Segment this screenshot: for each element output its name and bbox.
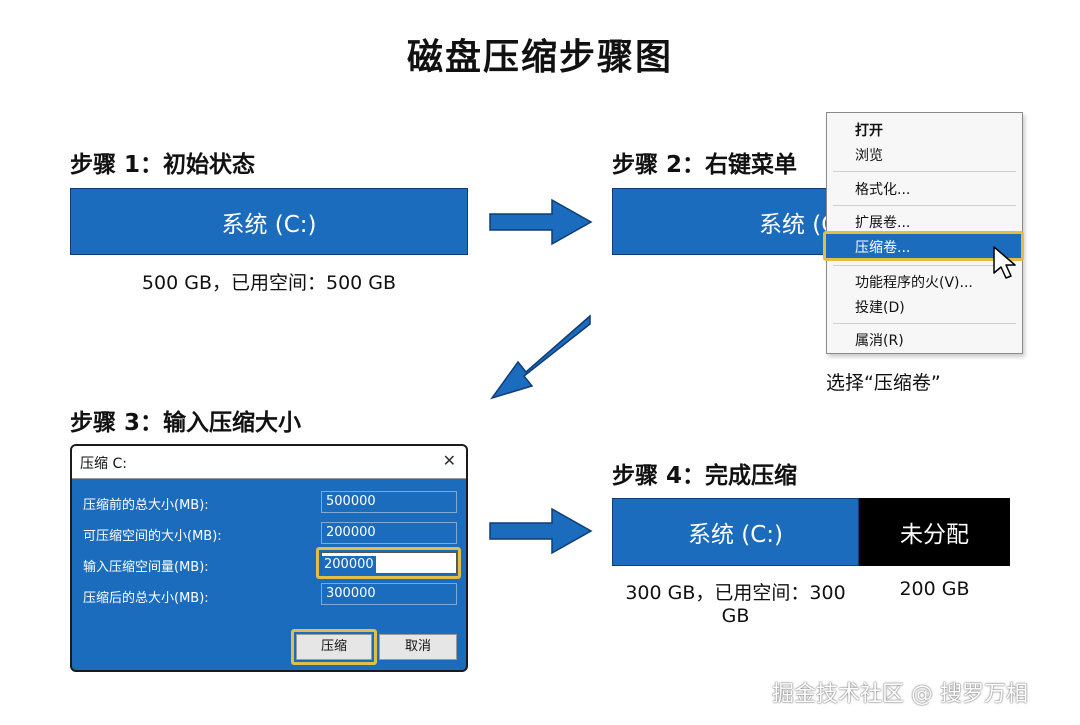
menu-item-browse[interactable]: 浏览 xyxy=(855,148,883,164)
step1-disk-label: 系统 (C:) xyxy=(221,211,317,238)
step4-disk-partition: 系统 (C:) xyxy=(612,498,859,566)
step4-heading: 步骤 4：完成压缩 xyxy=(612,463,798,489)
watermark: 掘金技术社区 @ 搜罗万相 xyxy=(772,682,1028,707)
menu-separator xyxy=(833,265,1016,266)
mouse-cursor-icon xyxy=(993,246,1016,279)
menu-item-shrink-volume[interactable]: 压缩卷... xyxy=(855,240,911,256)
menu-item-shrink-highlight[interactable] xyxy=(823,231,1024,261)
menu-item-format[interactable]: 格式化... xyxy=(855,182,911,198)
dialog-title: 压缩 C: xyxy=(80,456,127,472)
label-available-space: 可压缩空间的大小(MB): xyxy=(83,529,222,544)
field-available-space: 200000 xyxy=(321,522,457,544)
close-icon[interactable]: ✕ xyxy=(442,451,456,470)
menu-separator xyxy=(833,205,1016,206)
step1-disk-partition: 系统 (C:) xyxy=(70,188,468,255)
context-menu: 打开 浏览 格式化... 扩展卷... 压缩卷... 功能程序的火(V)... … xyxy=(823,112,1024,354)
menu-item-open[interactable]: 打开 xyxy=(855,123,883,139)
shrink-button[interactable]: 压缩 xyxy=(296,634,372,660)
shrink-button-highlight xyxy=(291,629,377,665)
step1-caption: 500 GB，已用空间：500 GB xyxy=(141,272,397,294)
menu-item-extend-volume[interactable]: 扩展卷... xyxy=(855,215,911,231)
unallocated-label: 未分配 xyxy=(900,522,969,548)
arrow-down-left-icon xyxy=(490,314,591,400)
shrink-amount-input[interactable]: 200000 xyxy=(321,552,457,574)
shrink-dialog: 压缩 C: ✕ 压缩前的总大小(MB): 500000 可压缩空间的大小(MB)… xyxy=(70,444,468,672)
arrow-right-icon xyxy=(489,198,593,246)
step2-heading: 步骤 2：右键菜单 xyxy=(612,152,798,178)
shrink-amount-selected-text: 200000 xyxy=(322,556,376,574)
field-size-before: 500000 xyxy=(321,491,457,513)
step2-caption: 选择“压缩卷” xyxy=(826,372,941,394)
menu-item-delete[interactable]: 投建(D) xyxy=(855,300,905,316)
cancel-button[interactable]: 取消 xyxy=(379,634,457,660)
menu-separator xyxy=(833,323,1016,324)
label-size-after: 压缩后的总大小(MB): xyxy=(83,591,209,606)
label-shrink-amount: 输入压缩空间量(MB): xyxy=(83,560,209,575)
step4-unallocated-caption: 200 GB xyxy=(899,578,970,600)
menu-item-properties[interactable]: 功能程序的火(V)... xyxy=(855,275,973,291)
menu-separator xyxy=(833,171,1016,172)
diagram-title: 磁盘压缩步骤图 xyxy=(406,37,673,78)
step4-caption: 300 GB，已用空间：300 GB xyxy=(625,582,846,627)
arrow-right-icon-2 xyxy=(489,507,593,555)
field-size-after: 300000 xyxy=(321,583,457,605)
step3-heading: 步骤 3：输入压缩大小 xyxy=(70,410,302,436)
shrink-amount-highlight xyxy=(316,547,461,579)
step1-heading: 步骤 1：初始状态 xyxy=(70,152,256,178)
dialog-titlebar: 压缩 C: ✕ xyxy=(72,446,466,479)
menu-item-cancel[interactable]: 属消(R) xyxy=(855,333,904,349)
unallocated-space: 未分配 xyxy=(859,498,1010,566)
step4-disk-label: 系统 (C:) xyxy=(687,522,784,548)
label-size-before: 压缩前的总大小(MB): xyxy=(83,498,209,513)
